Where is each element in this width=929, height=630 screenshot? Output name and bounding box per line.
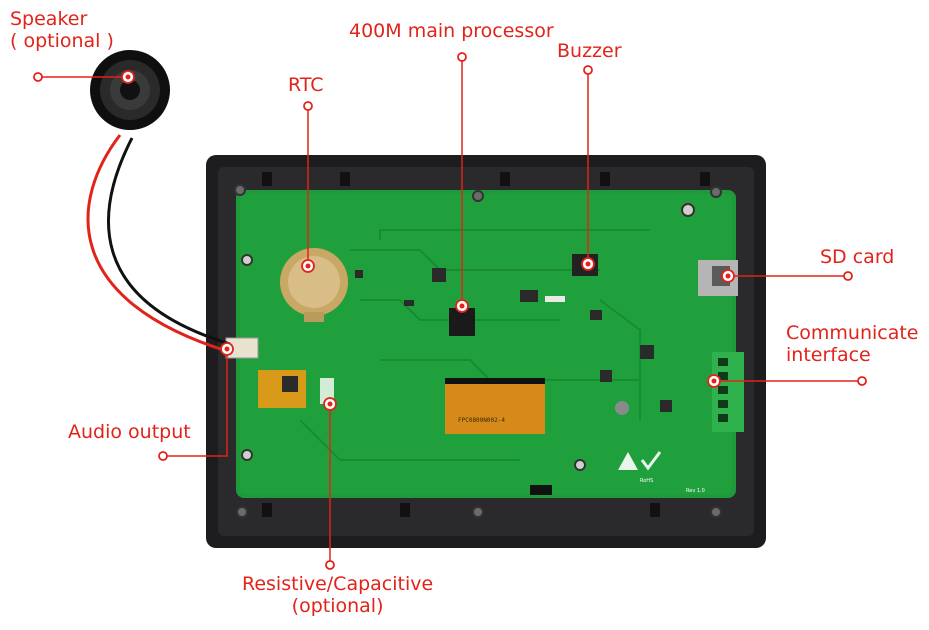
touch-fpc (258, 370, 334, 408)
dot-buzzer-center (585, 261, 591, 267)
rohs-mark (618, 451, 662, 471)
smd-components (355, 268, 672, 415)
callout-line-audio (163, 349, 228, 457)
dot-rtc-center (305, 263, 311, 269)
label-touch: Resistive/Capacitive (optional) (242, 573, 433, 617)
label-touch-line2: (optional) (291, 595, 384, 617)
callout-dots (33, 52, 867, 570)
dot-audio-center (224, 346, 230, 352)
label-touch-line1: Resistive/Capacitive (242, 573, 434, 595)
dot-processor-end (457, 52, 467, 62)
housing-clips (262, 172, 710, 517)
rohs-text: RoHS (640, 478, 653, 484)
speaker (86, 50, 231, 354)
label-speaker: Speaker ( optional ) (10, 8, 114, 52)
pcb-traces (299, 229, 650, 461)
dot-audio-end (158, 451, 168, 461)
board-revision: Rev 1.0 (686, 488, 705, 494)
dot-sd-center (725, 273, 731, 279)
callout-lines (38, 57, 862, 565)
dot-buzzer-end (583, 65, 593, 75)
label-buzzer: Buzzer (557, 40, 622, 62)
rtc-battery-holder (280, 248, 348, 322)
label-speaker-line2: ( optional ) (10, 30, 114, 52)
lcd-fpc-ribbon (445, 378, 545, 434)
dot-speaker-end (33, 72, 43, 82)
dot-communicate-end (857, 376, 867, 386)
label-speaker-line1: Speaker (10, 8, 88, 30)
dot-processor-center (459, 303, 465, 309)
fpc-marking: FPC0800N002-4 (458, 417, 505, 424)
dot-speaker-center (125, 74, 131, 80)
label-sd-card: SD card (820, 246, 895, 268)
dot-sd-end (843, 271, 853, 281)
label-rtc: RTC (288, 74, 324, 96)
label-processor: 400M main processor (349, 20, 554, 42)
pcb-board-shade (240, 194, 732, 494)
label-communicate-line1: Communicate (786, 322, 919, 344)
label-communicate: Communicate interface (786, 322, 919, 366)
label-communicate-line2: interface (786, 344, 871, 366)
dot-communicate-center (711, 378, 717, 384)
dot-touch-end (325, 560, 335, 570)
communication-terminal-block (712, 352, 744, 432)
dot-rtc-end (303, 101, 313, 111)
screw-holes (234, 184, 722, 518)
label-audio-output: Audio output (68, 421, 191, 443)
dot-touch-center (327, 401, 333, 407)
